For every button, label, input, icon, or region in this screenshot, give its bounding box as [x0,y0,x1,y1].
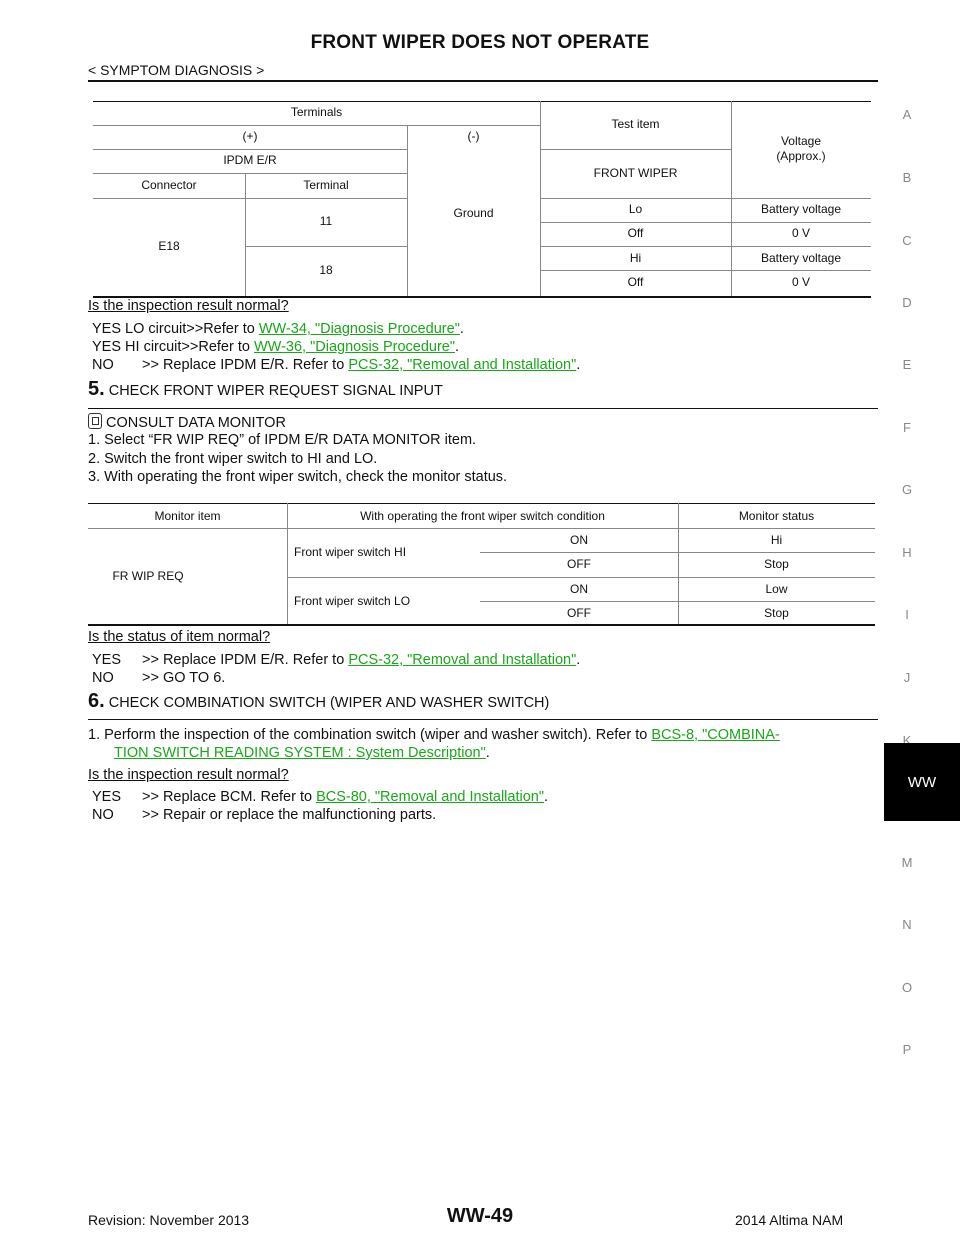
voltage-off-1: 0 V [791,226,810,240]
cond-off-2: Off [627,275,644,289]
link-bcs-80[interactable]: BCS-80, "Removal and Installation" [316,789,544,805]
cond-lo: Lo [628,202,643,216]
step-5-item-2: 2. Switch the front wiper switch to HI a… [88,451,378,467]
side-index-i[interactable]: I [905,607,909,622]
side-index-h[interactable]: H [902,545,912,560]
step-5-heading: 5. CHECK FRONT WIPER REQUEST SIGNAL INPU… [88,378,443,400]
header-terminals: Terminals [290,105,343,119]
link-ww-36[interactable]: WW-36, "Diagnosis Procedure" [253,339,456,355]
no-line-3: NO>> Repair or replace the malfunctionin… [92,807,437,823]
side-index-p[interactable]: P [902,1042,912,1057]
side-index-j[interactable]: J [903,670,911,685]
state-off-2: OFF [567,606,591,620]
state-on-2: ON [570,582,588,596]
header-test-item: Test item [611,117,660,131]
cond-switch-lo: Front wiper switch LO [294,594,411,608]
header-monitor-status: Monitor status [738,509,815,523]
state-on-1: ON [570,533,588,547]
step-5-item-3: 3. With operating the front wiper switch… [88,469,508,485]
header-minus: (-) [467,129,480,143]
section-subtitle: < SYMPTOM DIAGNOSIS > [88,62,265,78]
cond-switch-hi: Front wiper switch HI [294,545,407,559]
no-line-2: NO>> GO TO 6. [92,670,226,686]
header-ipdm: IPDM E/R [223,153,277,167]
question-3: Is the inspection result normal? [88,767,289,783]
side-index-ww-active[interactable]: WW [884,743,960,821]
page-number: WW-49 [446,1205,514,1227]
header-plus: (+) [242,129,258,143]
side-index-g[interactable]: G [901,482,913,497]
header-condition: With operating the front wiper switch co… [360,509,605,523]
voltage-lo: Battery voltage [760,202,842,216]
status-stop-1: Stop [764,557,789,571]
status-stop-2: Stop [764,606,789,620]
yes-line-3: YES>> Replace BCM. Refer to BCS-80, "Rem… [92,789,549,805]
connector-value: E18 [158,239,180,253]
link-pcs-32-b[interactable]: PCS-32, "Removal and Installation" [348,652,577,668]
header-rule [88,80,878,82]
step-5-item-1: 1. Select “FR WIP REQ” of IPDM E/R DATA … [88,432,477,448]
page-title: FRONT WIPER DOES NOT OPERATE [310,32,650,53]
header-voltage: Voltage (Approx.) [776,134,826,163]
ground-label: Ground [453,206,494,220]
status-low: Low [765,582,788,596]
side-index-n[interactable]: N [902,917,912,932]
cond-off-1: Off [627,226,644,240]
yes-line-2: YES>> Replace IPDM E/R. Refer to PCS-32,… [92,652,581,668]
side-index-k[interactable]: K [902,733,912,748]
side-index-o[interactable]: O [901,980,913,995]
link-ww-34[interactable]: WW-34, "Diagnosis Procedure" [258,321,460,337]
consult-line: CONSULT DATA MONITOR [88,413,286,432]
voltage-off-2: 0 V [791,275,810,289]
side-index-a[interactable]: A [902,107,912,122]
no-line-1: NO>> Replace IPDM E/R. Refer to PCS-32, … [92,357,581,373]
question-1: Is the inspection result normal? [88,298,289,314]
step-6-heading: 6. CHECK COMBINATION SWITCH (WIPER AND W… [88,690,550,712]
side-index-m[interactable]: M [901,855,913,870]
terminal-11: 11 [319,214,333,228]
link-pcs-32-a[interactable]: PCS-32, "Removal and Installation" [348,357,577,373]
side-index-c[interactable]: C [902,233,912,248]
link-bcs-8-b[interactable]: TION SWITCH READING SYSTEM : System Desc… [114,745,486,761]
step-6-item-1: 1. Perform the inspection of the combina… [88,727,780,743]
question-2: Is the status of item normal? [88,629,271,645]
footer-model: 2014 Altima NAM [735,1212,844,1228]
step-6-item-1-cont: TION SWITCH READING SYSTEM : System Desc… [114,745,490,761]
monitor-item-value: FR WIP REQ [112,569,184,583]
footer-revision: Revision: November 2013 [88,1212,250,1228]
side-index-d[interactable]: D [902,295,912,310]
header-monitor-item: Monitor item [154,509,221,523]
header-terminal: Terminal [303,178,349,192]
yes-hi-line: YES HI circuit>>Refer to WW-36, "Diagnos… [92,339,460,355]
header-connector: Connector [141,178,197,192]
voltage-hi: Battery voltage [760,251,842,265]
side-index-f[interactable]: F [903,420,911,435]
link-bcs-8-a[interactable]: BCS-8, "COMBINA- [651,727,780,743]
status-hi: Hi [770,533,783,547]
consult-icon [88,413,102,429]
state-off-1: OFF [567,557,591,571]
terminal-18: 18 [319,263,333,277]
front-wiper-label: FRONT WIPER [593,166,678,180]
side-index-b[interactable]: B [902,170,912,185]
yes-lo-line: YES LO circuit>>Refer to WW-34, "Diagnos… [92,321,464,337]
cond-hi: Hi [629,251,642,265]
side-index-e[interactable]: E [902,357,912,372]
